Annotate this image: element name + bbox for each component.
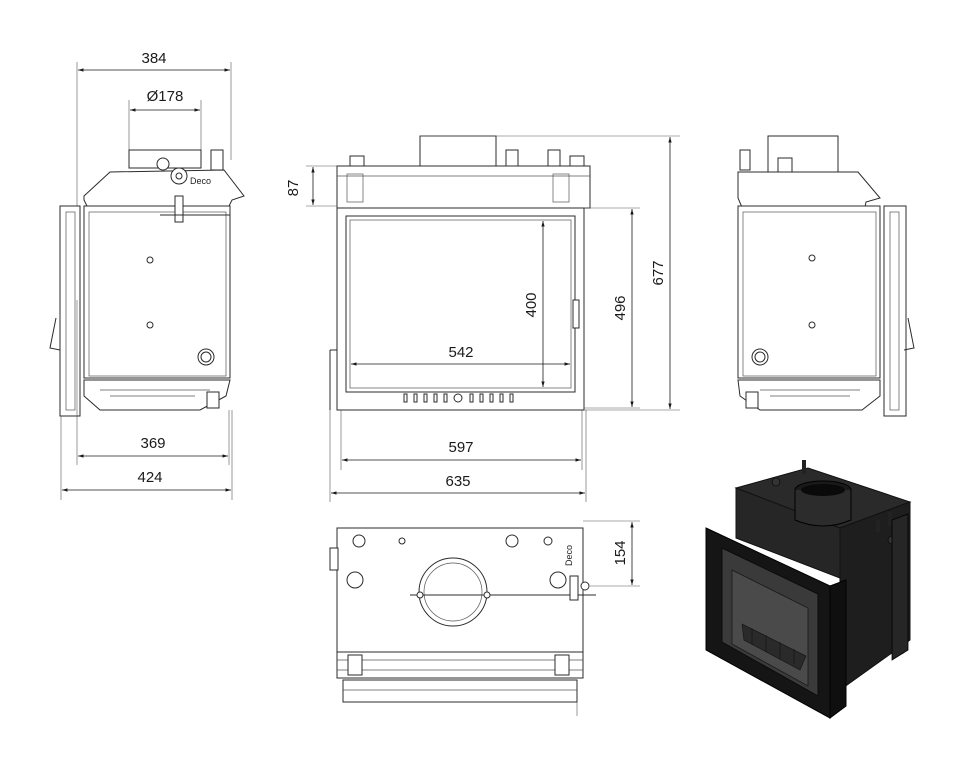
dimension-front-top-offset: 87 xyxy=(285,180,302,197)
isometric-render xyxy=(705,460,912,719)
top-view: Deco 154 xyxy=(329,520,640,716)
front-view: 87 400 542 496 677 597 635 xyxy=(285,135,680,502)
vent-slots xyxy=(403,393,514,403)
brand-label-side: Deco xyxy=(190,176,211,186)
dimension-side-depth-inner: 369 xyxy=(140,435,165,452)
dimension-flue-diameter: Ø178 xyxy=(147,88,184,105)
dimension-total-width: 635 xyxy=(445,473,470,490)
brand-label-top: Deco xyxy=(564,545,574,566)
dimension-glass-height: 400 xyxy=(523,292,540,317)
dimension-frame-width: 597 xyxy=(448,439,473,456)
dimension-total-height: 677 xyxy=(650,260,667,285)
dimension-frame-height: 496 xyxy=(612,295,629,320)
dimension-flue-offset: 154 xyxy=(612,540,629,565)
side-view-right xyxy=(737,135,915,417)
dimension-side-width: 384 xyxy=(141,50,166,67)
dimension-side-depth-outer: 424 xyxy=(137,469,162,486)
dimension-glass-width: 542 xyxy=(448,344,473,361)
side-view-left: 384 Ø178 Deco xyxy=(49,50,245,500)
